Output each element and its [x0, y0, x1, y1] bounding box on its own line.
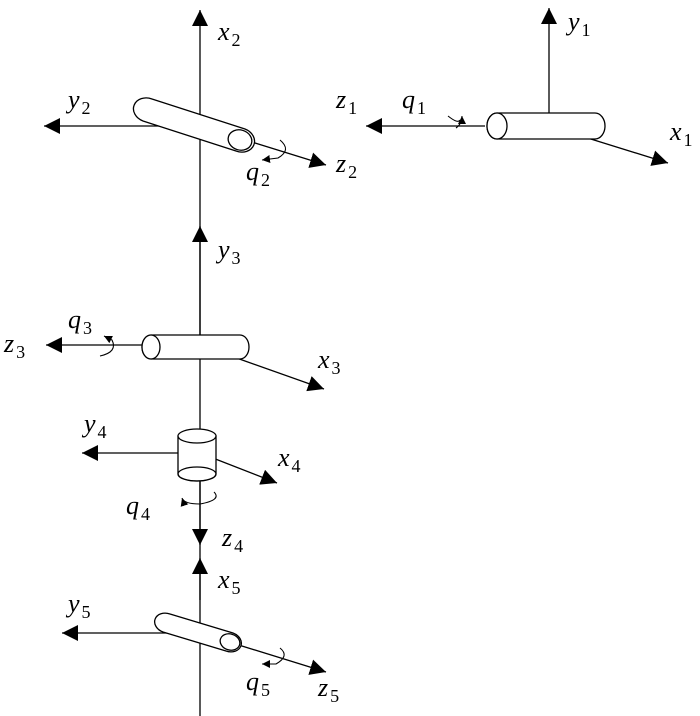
joint4-cylinder: [177, 428, 217, 482]
joint1-cylinder: [486, 112, 606, 140]
q3-rotation-arrow: [99, 335, 115, 357]
joint3-cylinder: [141, 334, 250, 360]
q2-rotation-arrow: [261, 139, 287, 163]
q4-rotation-arrow: [180, 491, 217, 507]
joint5-cylinder: [154, 612, 242, 653]
joint2-cylinder: [132, 97, 256, 153]
q5-rotation-arrow: [262, 647, 285, 668]
q1-rotation-arrow: [447, 115, 461, 122]
